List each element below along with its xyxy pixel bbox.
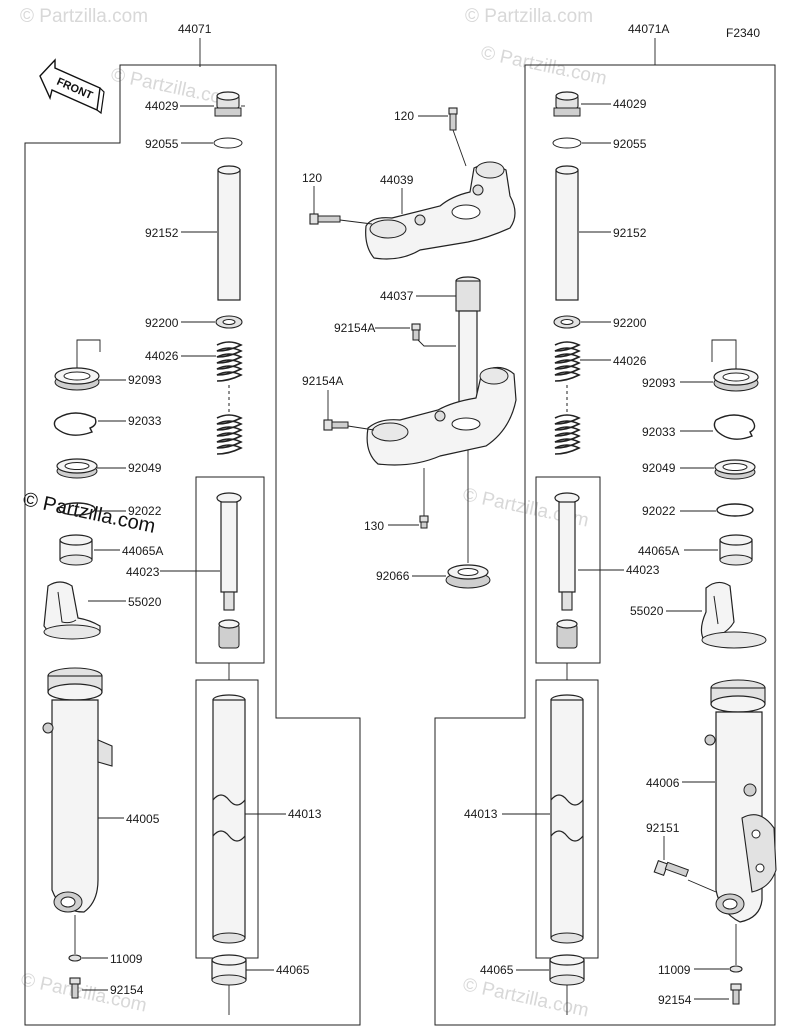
lower-bracket bbox=[366, 366, 517, 466]
label-44039: 44039 bbox=[380, 173, 414, 187]
bolt-92151 bbox=[653, 859, 690, 878]
label-92200: 92200 bbox=[145, 316, 179, 330]
o-ring-92055 bbox=[213, 137, 243, 149]
watermark: © Partzilla.com bbox=[479, 42, 609, 89]
label-44023-right: 44023 bbox=[626, 563, 660, 577]
label-92055-right: 92055 bbox=[613, 137, 647, 151]
dust-seal-92049 bbox=[56, 458, 98, 479]
label-92152: 92152 bbox=[145, 226, 179, 240]
bolt-92154 bbox=[69, 977, 81, 999]
label-92154A-top: 92154A bbox=[334, 321, 375, 335]
label-44013: 44013 bbox=[288, 807, 322, 821]
label-44071: 44071 bbox=[178, 22, 212, 36]
slide-bushing-44065 bbox=[211, 954, 247, 986]
watermark: © Partzilla.com bbox=[20, 6, 148, 27]
label-44023: 44023 bbox=[126, 565, 160, 579]
label-92049: 92049 bbox=[128, 461, 162, 475]
label-92022: 92022 bbox=[128, 504, 162, 518]
label-11009: 11009 bbox=[110, 952, 143, 966]
gasket-11009-right bbox=[729, 965, 743, 973]
label-92093-right: 92093 bbox=[642, 376, 676, 390]
inner-tube-44013 bbox=[212, 694, 246, 944]
pinch-bolt-120-left bbox=[309, 213, 341, 225]
outer-tube-44005 bbox=[42, 667, 113, 913]
guide-bushing-44065A-right bbox=[719, 534, 753, 566]
damper-rod-44023-right bbox=[554, 492, 580, 649]
label-44005: 44005 bbox=[126, 812, 160, 826]
bolt-92154A-lower bbox=[323, 419, 349, 431]
label-130: 130 bbox=[364, 519, 384, 533]
damper-rod-44023 bbox=[216, 492, 242, 649]
label-92049-right: 92049 bbox=[642, 461, 676, 475]
circlip-92033 bbox=[53, 412, 97, 436]
fork-spring-44026 bbox=[216, 341, 243, 455]
watermark-group: © Partzilla.com © Partzilla.com © Partzi… bbox=[19, 6, 609, 1022]
label-92093: 92093 bbox=[128, 373, 162, 387]
front-direction-arrow: FRONT bbox=[39, 58, 105, 115]
label-44029-right: 44029 bbox=[613, 97, 647, 111]
bolt-92154-right bbox=[730, 983, 742, 1005]
label-44065A-right: 44065A bbox=[638, 544, 679, 558]
o-ring-92055-right bbox=[552, 137, 582, 149]
collar-pipe-92152-right bbox=[555, 165, 579, 301]
label-92151: 92151 bbox=[646, 821, 680, 835]
right-fork-assembly: 44071A 44029 92055 92152 92200 bbox=[434, 22, 777, 1026]
steering-stem-group: 44039 120 120 44037 92154A bbox=[302, 107, 517, 589]
label-92154A-lower: 92154A bbox=[302, 374, 343, 388]
dust-seal-92049-right bbox=[714, 459, 756, 480]
fork-protector-55020-right bbox=[700, 581, 767, 649]
label-11009-right: 11009 bbox=[658, 963, 691, 977]
bolt-92154A-top bbox=[411, 323, 421, 341]
inner-tube-44013-right bbox=[550, 694, 584, 944]
label-92066: 92066 bbox=[376, 569, 410, 583]
oil-seal-92093-right bbox=[713, 368, 759, 392]
label-92154: 92154 bbox=[110, 983, 144, 997]
fork-cap-bolt-44029 bbox=[214, 91, 242, 117]
label-92152-right: 92152 bbox=[613, 226, 647, 240]
washer-92022 bbox=[58, 502, 96, 516]
label-120-top: 120 bbox=[394, 109, 414, 123]
fork-spring-44026-right bbox=[554, 341, 581, 455]
circlip-92033-right bbox=[713, 414, 756, 440]
label-44065: 44065 bbox=[276, 963, 310, 977]
guide-bushing-44065A bbox=[59, 534, 93, 566]
label-55020-right: 55020 bbox=[630, 604, 664, 618]
label-44026: 44026 bbox=[145, 349, 179, 363]
left-fork-assembly: 44071 44029 92055 92152 92200 bbox=[24, 22, 361, 1026]
label-55020: 55020 bbox=[128, 595, 162, 609]
label-92055: 92055 bbox=[145, 137, 179, 151]
pinch-bolt-120-top bbox=[448, 107, 458, 131]
damper-rod-box bbox=[195, 476, 265, 664]
label-44006: 44006 bbox=[646, 776, 680, 790]
collar-pipe-92152 bbox=[217, 165, 241, 301]
steering-stem-44037 bbox=[455, 276, 481, 422]
bolt-130 bbox=[419, 515, 429, 529]
gasket-11009 bbox=[68, 954, 82, 962]
oil-seal-92093 bbox=[54, 367, 100, 391]
label-92022-right: 92022 bbox=[642, 504, 676, 518]
watermark: © Partzilla.com bbox=[465, 6, 593, 27]
seal-92066 bbox=[445, 564, 491, 589]
label-44037: 44037 bbox=[380, 289, 414, 303]
label-92033: 92033 bbox=[128, 414, 162, 428]
label-92200-right: 92200 bbox=[613, 316, 647, 330]
label-92154-right: 92154 bbox=[658, 993, 692, 1007]
fork-cap-bolt-44029-right bbox=[553, 91, 581, 117]
label-44013-right: 44013 bbox=[464, 807, 498, 821]
upper-bracket-44039 bbox=[365, 161, 516, 260]
label-44029: 44029 bbox=[145, 99, 179, 113]
label-44065-right: 44065 bbox=[480, 963, 514, 977]
label-44065A: 44065A bbox=[122, 544, 163, 558]
washer-92022-right bbox=[716, 503, 754, 517]
outer-tube-44006 bbox=[704, 679, 777, 923]
label-44071A: 44071A bbox=[628, 22, 669, 36]
figure-code: F2340 bbox=[726, 26, 760, 40]
slide-bushing-44065-right bbox=[549, 954, 585, 986]
label-44026-right: 44026 bbox=[613, 354, 647, 368]
label-120-left: 120 bbox=[302, 171, 322, 185]
label-92033-right: 92033 bbox=[642, 425, 676, 439]
fork-protector-55020 bbox=[43, 581, 101, 640]
